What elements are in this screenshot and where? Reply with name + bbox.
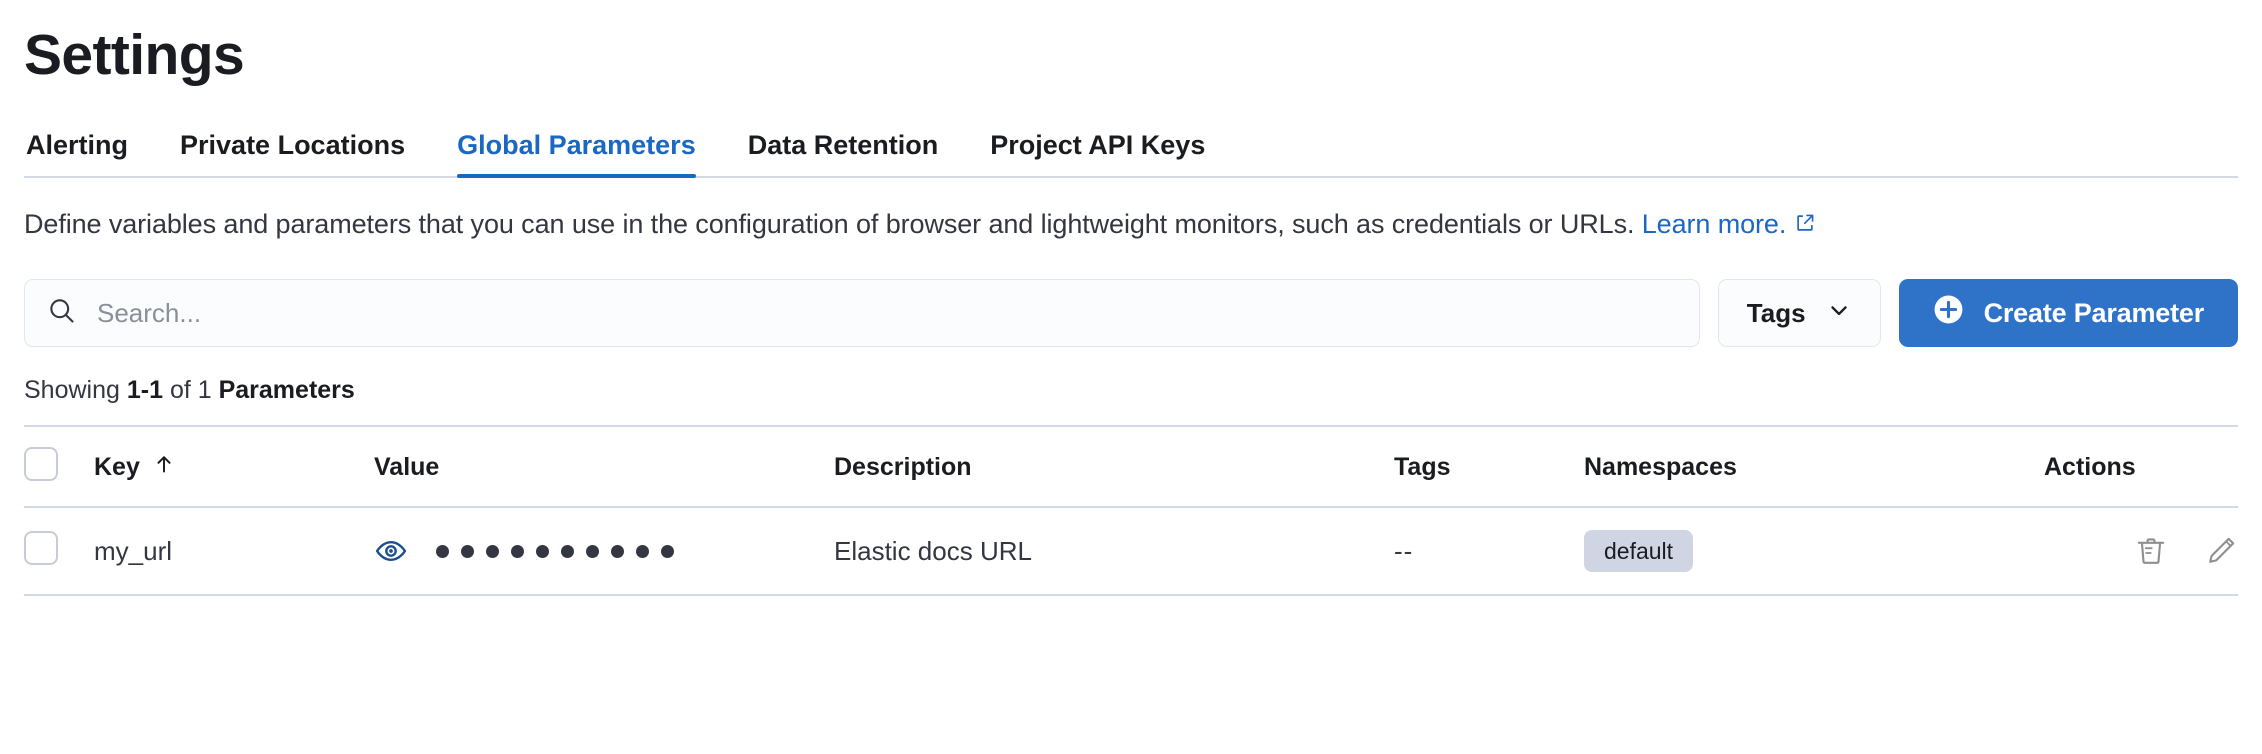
header-value-label: Value bbox=[374, 453, 440, 481]
page-title: Settings bbox=[24, 23, 245, 87]
tab-global-parameters[interactable]: Global Parameters bbox=[431, 130, 722, 178]
tab-label: Alerting bbox=[26, 130, 129, 160]
table-head: Key Value Description Tags Namespaces Ac… bbox=[24, 426, 2238, 508]
summary-range: 1-1 bbox=[126, 376, 163, 404]
header-key-label: Key bbox=[94, 453, 140, 481]
header-description-label: Description bbox=[834, 453, 972, 481]
search-input[interactable] bbox=[95, 296, 1677, 330]
tab-private-locations[interactable]: Private Locations bbox=[154, 130, 431, 176]
header-select-all bbox=[24, 426, 94, 508]
row-checkbox[interactable] bbox=[24, 530, 58, 565]
header-actions-label: Actions bbox=[2044, 453, 2136, 481]
header-namespaces-label: Namespaces bbox=[1584, 453, 1737, 481]
row-tags-value: -- bbox=[1394, 535, 1414, 566]
row-description-cell: Elastic docs URL bbox=[834, 507, 1394, 596]
summary-prefix: Showing bbox=[24, 376, 127, 404]
eye-icon[interactable] bbox=[374, 534, 408, 568]
settings-tabs: Alerting Private Locations Global Parame… bbox=[24, 116, 2238, 178]
learn-more-link[interactable]: Learn more. bbox=[1641, 209, 1787, 239]
description-body: Define variables and parameters that you… bbox=[24, 209, 1642, 239]
description-text: Define variables and parameters that you… bbox=[24, 200, 2199, 249]
header-actions: Actions bbox=[2044, 426, 2238, 508]
tags-filter-label: Tags bbox=[1746, 297, 1806, 328]
tab-alerting[interactable]: Alerting bbox=[26, 130, 154, 176]
table-row: my_url Elastic docs URL -- bbox=[24, 507, 2238, 596]
tab-data-retention[interactable]: Data Retention bbox=[722, 130, 965, 176]
tab-label: Project API Keys bbox=[990, 130, 1206, 160]
tab-label: Global Parameters bbox=[457, 130, 696, 160]
plus-circle-icon bbox=[1933, 294, 1964, 332]
key-sort-control[interactable]: Key bbox=[94, 452, 176, 483]
arrow-up-icon bbox=[152, 452, 176, 483]
search-icon bbox=[47, 296, 77, 331]
chevron-down-icon bbox=[1826, 297, 1852, 330]
row-select-cell bbox=[24, 507, 94, 596]
table-header-row: Key Value Description Tags Namespaces Ac… bbox=[24, 426, 2238, 508]
select-all-checkbox[interactable] bbox=[24, 447, 58, 481]
tab-label: Data Retention bbox=[747, 130, 939, 160]
create-parameter-label: Create Parameter bbox=[1983, 297, 2205, 328]
header-description: Description bbox=[834, 426, 1394, 508]
create-parameter-button[interactable]: Create Parameter bbox=[1898, 279, 2238, 347]
tab-label: Private Locations bbox=[180, 130, 406, 160]
tags-filter-button[interactable]: Tags bbox=[1717, 279, 1881, 347]
tab-project-api-keys[interactable]: Project API Keys bbox=[964, 130, 1231, 176]
trash-icon[interactable] bbox=[2134, 534, 2168, 568]
row-description-value: Elastic docs URL bbox=[834, 535, 1032, 566]
row-key-cell: my_url bbox=[94, 507, 374, 596]
row-value-cell bbox=[374, 507, 834, 596]
controls-row: Tags Create Parameter bbox=[24, 279, 2238, 347]
header-tags-label: Tags bbox=[1394, 453, 1451, 481]
external-link-icon bbox=[1794, 201, 1816, 249]
namespace-badge: default bbox=[1584, 530, 1694, 572]
table-body: my_url Elastic docs URL -- bbox=[24, 507, 2238, 596]
search-box[interactable] bbox=[24, 279, 1700, 347]
results-summary: Showing 1-1 of 1 Parameters bbox=[24, 375, 2238, 405]
row-namespaces-cell: default bbox=[1584, 507, 2044, 596]
masked-value-dots bbox=[436, 544, 674, 558]
parameters-table: Key Value Description Tags Namespaces Ac… bbox=[24, 425, 2238, 596]
row-actions-cell bbox=[2044, 507, 2238, 596]
summary-entity: Parameters bbox=[218, 376, 355, 404]
header-tags: Tags bbox=[1394, 426, 1584, 508]
row-tags-cell: -- bbox=[1394, 507, 1584, 596]
header-key[interactable]: Key bbox=[94, 426, 374, 508]
row-key-value: my_url bbox=[94, 535, 173, 566]
header-namespaces: Namespaces bbox=[1584, 426, 2044, 508]
summary-middle: of 1 bbox=[163, 376, 219, 404]
pencil-icon[interactable] bbox=[2204, 534, 2238, 568]
header-value: Value bbox=[374, 426, 834, 508]
